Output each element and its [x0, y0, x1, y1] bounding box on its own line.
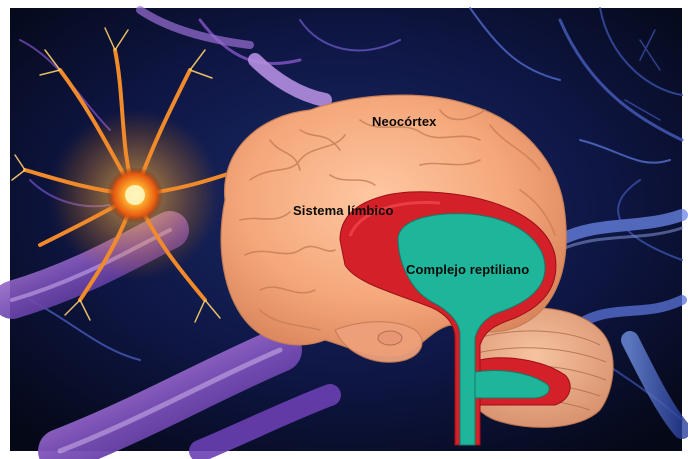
label-reptilian-complex: Complejo reptiliano [406, 262, 529, 277]
label-limbic-system: Sistema límbico [293, 203, 393, 218]
label-neocortex: Neocórtex [372, 114, 436, 129]
